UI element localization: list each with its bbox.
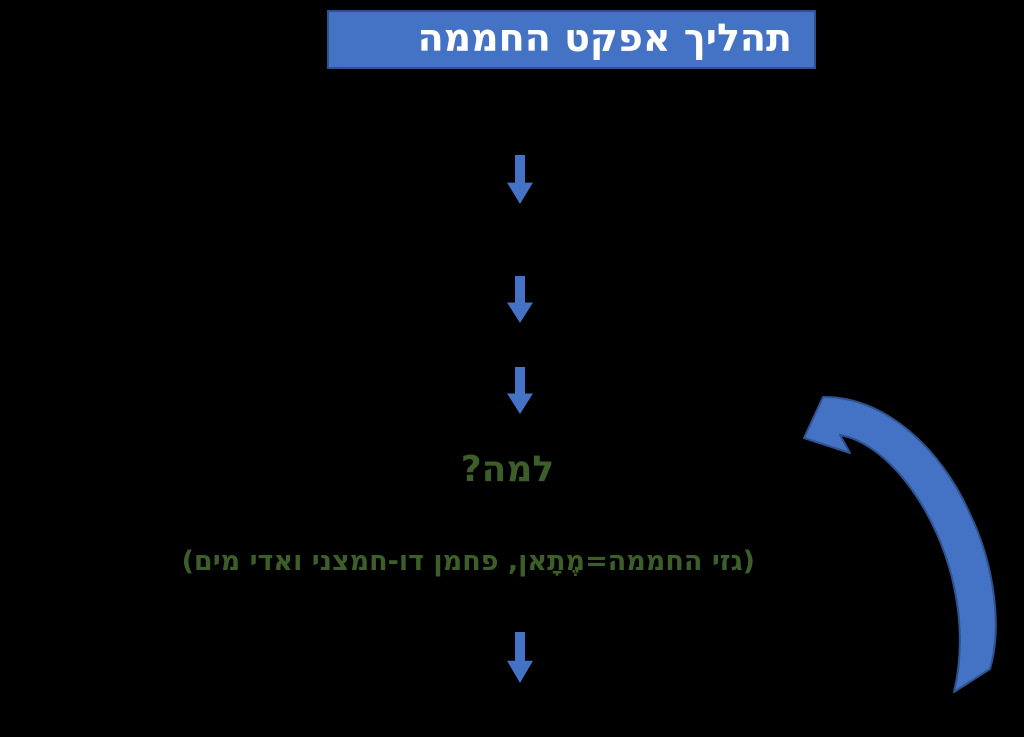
down-arrow-icon — [506, 276, 534, 323]
why-label: למה? — [460, 449, 555, 490]
down-arrow-icon — [506, 367, 534, 414]
down-arrow-icon — [506, 155, 534, 204]
curved-return-arrow-icon — [795, 390, 1010, 700]
down-arrow-icon — [506, 632, 534, 683]
greenhouse-gases-note: (גזי החממה=מֶתָאן, פחמן דו-חמצני ואדי מי… — [181, 546, 755, 577]
title-box: תהליך אפקט החממה — [327, 10, 816, 69]
diagram-title: תהליך אפקט החממה — [417, 16, 792, 60]
